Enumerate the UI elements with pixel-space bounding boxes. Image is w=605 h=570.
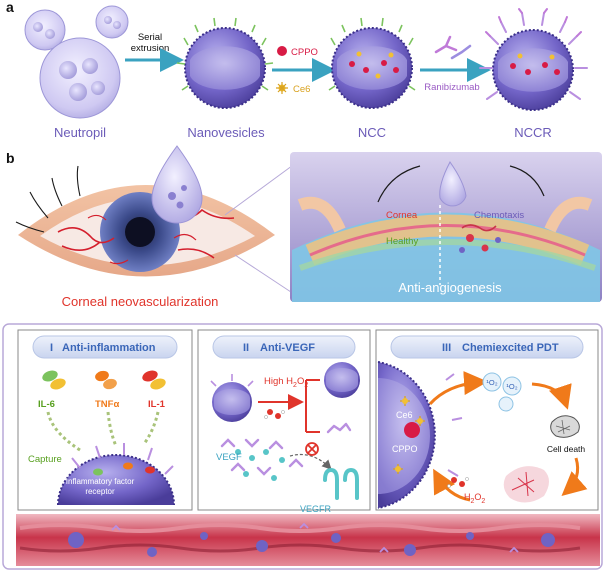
vegfr-receptor-icon [323, 467, 359, 500]
tnf-label: TNFα [95, 399, 119, 410]
neutrophil-illustration [24, 5, 129, 119]
extrusion-label-line2: extrusion [131, 43, 170, 54]
anti-angiogenesis-label: Anti-angiogenesis [398, 280, 502, 295]
h2o2-molecule-icon [264, 409, 285, 419]
capture-label: Capture [28, 454, 62, 465]
panel-1-banner [32, 335, 178, 359]
nanovesicles-label: Nanovesicles [187, 125, 265, 140]
cytokine-il1-icon [142, 370, 166, 390]
block-icon [305, 442, 319, 456]
nccr-small-left [210, 374, 254, 422]
ce6-panel-label: Ce6 [396, 410, 413, 420]
nanovesicle-half-dome [57, 443, 175, 506]
ranibizumab-icon [434, 35, 472, 60]
capture-paths [46, 411, 160, 452]
receptor-label-line2: receptor [85, 487, 115, 496]
dead-cell-icon [550, 415, 580, 438]
nccr-illustration [479, 8, 588, 111]
zoom-connector [224, 159, 301, 299]
healthy-label: Healthy [386, 236, 418, 247]
cornea-inset [290, 152, 602, 302]
ncc-label: NCC [358, 125, 386, 140]
neovascularization-label: Corneal neovascularization [62, 294, 219, 309]
panel-3-numeral: III [442, 342, 451, 354]
panel-2-title: Anti-VEGF [260, 342, 315, 354]
ranibizumab-label: Ranibizumab [424, 82, 479, 93]
cppo-panel-label: CPPO [392, 444, 418, 454]
extrusion-label-line1: Serial [138, 32, 162, 43]
panel-3-banner [390, 335, 584, 359]
il6-label: IL-6 [38, 399, 55, 410]
released-antibody-icon [326, 422, 352, 434]
cppo-legend-label: CPPO [291, 47, 318, 58]
ce6-legend-icon [276, 82, 288, 94]
neutrophil-label: Neutropil [54, 125, 106, 140]
panel-2-numeral: II [243, 342, 249, 354]
singlet-oxygen-label-a: ¹O₂ [486, 378, 497, 387]
vegf-antibody-cluster [220, 438, 304, 481]
vegf-label: VEGF [216, 452, 242, 463]
h2o2-panel-label: H2O2 [464, 492, 485, 505]
h2o2-uptake-arrow [433, 468, 471, 502]
ce6-legend-label: Ce6 [293, 84, 310, 95]
singlet-oxygen-label-b: ¹O₂ [506, 382, 517, 391]
branch-bracket [305, 379, 320, 433]
cell-death-label: Cell death [547, 444, 586, 454]
singlet-oxygen-bubbles [482, 372, 522, 412]
regression-arrow [561, 457, 588, 496]
cornea-label: Cornea [386, 210, 418, 221]
panel-label-b: b [6, 150, 15, 166]
panel-label-a: a [6, 0, 14, 15]
nanovesicle-illustration [176, 17, 274, 109]
ncc-illustration [328, 17, 416, 109]
cppo-legend-dot [277, 46, 287, 56]
h2o2-panel-molecule-icon [447, 477, 469, 488]
panel-1-numeral: I [50, 342, 53, 354]
cytokine-il6-icon [42, 370, 66, 390]
il1-label: IL-1 [148, 399, 166, 410]
eye-illustration [15, 165, 275, 277]
nccr-small-right [324, 362, 360, 398]
receptor-label-line1: Inflammatory factor [66, 477, 135, 486]
cytokine-tnf-icon [95, 370, 117, 390]
energy-transfer-arrow [428, 371, 488, 406]
oxidation-arrow [531, 382, 572, 410]
panel-1-title: Anti-inflammation [62, 342, 156, 354]
vessel-regression-icon [503, 466, 549, 503]
blood-vessel-band [16, 514, 600, 566]
panel-3-title: Chemiexcited PDT [462, 342, 559, 354]
vegfr-label: VEGFR [300, 504, 332, 514]
chemotaxis-label: Chemotaxis [474, 210, 524, 221]
panel-2-banner [212, 335, 356, 359]
eye-drop-icon [151, 145, 203, 224]
nccr-label: NCCR [514, 125, 552, 140]
blocked-binding-arrow [289, 453, 332, 470]
